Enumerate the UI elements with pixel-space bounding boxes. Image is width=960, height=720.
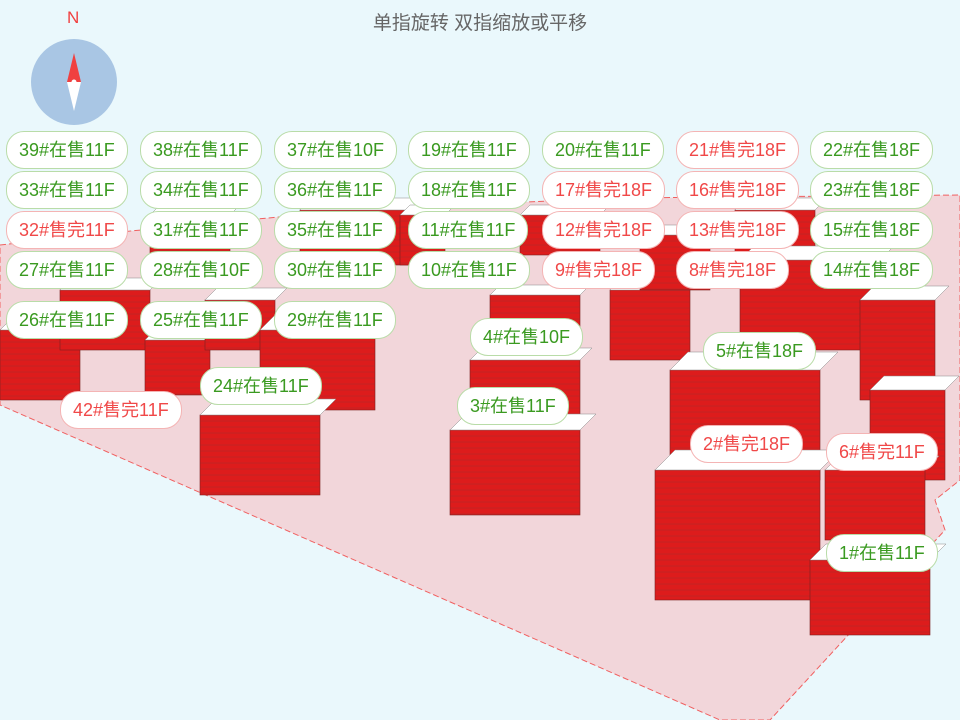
building-label[interactable]: 31#在售11F: [140, 211, 262, 249]
building-label[interactable]: 24#在售11F: [200, 367, 322, 405]
building-label[interactable]: 10#在售11F: [408, 251, 530, 289]
building-label[interactable]: 1#在售11F: [826, 534, 938, 572]
building-label[interactable]: 22#在售18F: [810, 131, 934, 169]
building-label[interactable]: 26#在售11F: [6, 301, 128, 339]
building-label[interactable]: 16#售完18F: [676, 171, 800, 209]
building-label[interactable]: 14#在售18F: [810, 251, 934, 289]
building-label[interactable]: 5#在售18F: [703, 332, 817, 370]
building-label[interactable]: 2#售完18F: [690, 425, 804, 463]
building-label[interactable]: 9#售完18F: [542, 251, 656, 289]
building-label[interactable]: 33#在售11F: [6, 171, 128, 209]
building-label[interactable]: 42#售完11F: [60, 391, 182, 429]
building-label[interactable]: 35#在售11F: [274, 211, 396, 249]
building-label[interactable]: 36#在售11F: [274, 171, 396, 209]
building-label[interactable]: 18#在售11F: [408, 171, 530, 209]
building[interactable]: [199, 398, 337, 496]
building[interactable]: [609, 277, 703, 361]
building-label[interactable]: 17#售完18F: [542, 171, 666, 209]
building-label[interactable]: 4#在售10F: [470, 318, 584, 356]
gesture-hint: 单指旋转 双指缩放或平移: [372, 13, 588, 34]
building-label[interactable]: 15#在售18F: [810, 211, 934, 249]
north-label: N: [67, 8, 80, 27]
building-label[interactable]: 6#售完11F: [826, 433, 938, 471]
building-label[interactable]: 11#在售11F: [408, 211, 529, 249]
building-label[interactable]: 3#在售11F: [457, 387, 569, 425]
building-label[interactable]: 23#在售18F: [810, 171, 934, 209]
building-label[interactable]: 32#售完11F: [6, 211, 128, 249]
building-label[interactable]: 19#在售11F: [408, 131, 530, 169]
building-label[interactable]: 20#在售11F: [542, 131, 664, 169]
building-label[interactable]: 12#售完18F: [542, 211, 666, 249]
building-label[interactable]: 30#在售11F: [274, 251, 396, 289]
building-label[interactable]: 25#在售11F: [140, 301, 262, 339]
building-label[interactable]: 27#在售11F: [6, 251, 128, 289]
building-label[interactable]: 28#在售10F: [140, 251, 264, 289]
building[interactable]: [449, 413, 597, 516]
building-label[interactable]: 37#在售10F: [274, 131, 398, 169]
compass-icon[interactable]: [31, 39, 117, 125]
building-label[interactable]: 29#在售11F: [274, 301, 396, 339]
building-label[interactable]: 39#在售11F: [6, 131, 128, 169]
building-label[interactable]: 8#售完18F: [676, 251, 790, 289]
building-label[interactable]: 13#售完18F: [676, 211, 800, 249]
building-label[interactable]: 38#在售11F: [140, 131, 262, 169]
building-label[interactable]: 34#在售11F: [140, 171, 262, 209]
building-label[interactable]: 21#售完18F: [676, 131, 800, 169]
